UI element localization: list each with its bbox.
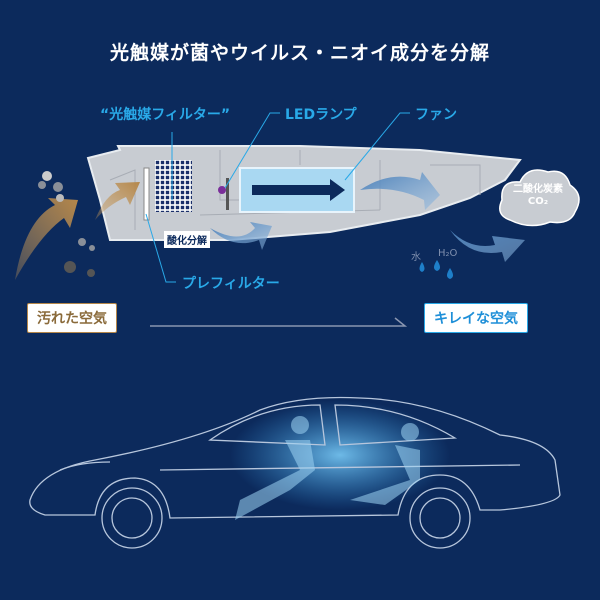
oxidation-label: 酸化分解: [164, 231, 210, 248]
co2-label: 二酸化炭素 CO₂: [508, 184, 568, 208]
particles-icon: [38, 171, 95, 277]
photocatalyst-filter: [155, 160, 192, 212]
co2-cloud-icon: [499, 169, 580, 227]
car-outline: [29, 396, 561, 549]
page-title: 光触媒が菌やウイルス・ニオイ成分を分解: [109, 42, 490, 64]
led-lamp: [218, 186, 226, 194]
water-label: 水: [411, 252, 421, 263]
dirty-air-arrow-icon: [15, 198, 78, 280]
photocatalyst-filter-label: “光触媒フィルター”: [100, 107, 231, 123]
flow-arrow-icon: [252, 179, 345, 201]
fan-label: ファン: [415, 107, 457, 123]
dirty-air-arrow-icon-2: [95, 182, 140, 220]
h2o-label: H₂O: [438, 248, 458, 259]
water-drops-icon: [419, 260, 453, 279]
pre-filter: [143, 167, 150, 221]
dirty-air-badge: 汚れた空気: [27, 303, 117, 333]
clean-air-badge: キレイな空気: [424, 303, 528, 333]
co2-name: 二酸化炭素: [513, 184, 563, 195]
passengers: [235, 416, 420, 520]
co2-formula: CO₂: [527, 196, 549, 207]
pre-filter-label: プレフィルター: [182, 276, 280, 292]
led-lamp-label: LEDランプ: [285, 107, 357, 123]
